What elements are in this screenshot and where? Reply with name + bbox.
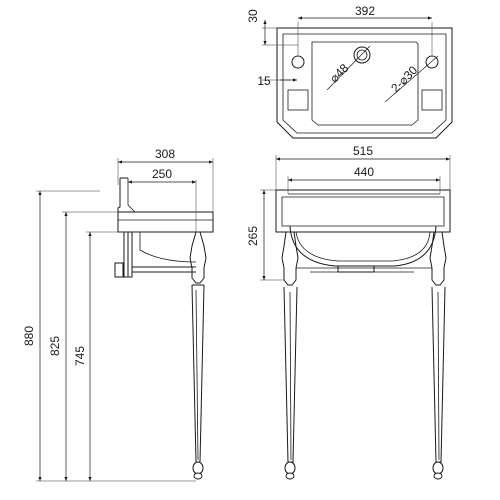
dim-440-label: 440 [354,165,374,179]
dim-825-label: 825 [48,336,62,356]
dim-515-label: 515 [353,144,373,158]
left-tap-hole [287,55,309,111]
dim-15-label: 15 [257,74,271,88]
dim-745-label: 745 [73,346,87,366]
tap-hole-label: ⌀48 [327,61,352,86]
front-view [260,155,451,480]
dim-392-label: 392 [355,4,375,18]
dim-265-label: 265 [246,226,260,246]
side-view [36,158,214,482]
dim-30-label: 30 [246,9,260,23]
overflow-holes-label: 2-⌀30 [388,63,420,95]
tap-hole [353,46,371,64]
right-tap-hole [421,55,443,111]
dim-250-label: 250 [152,167,172,181]
dim-880-label: 880 [22,326,36,346]
dim-308-label: 308 [155,147,175,161]
top-view [262,16,453,139]
